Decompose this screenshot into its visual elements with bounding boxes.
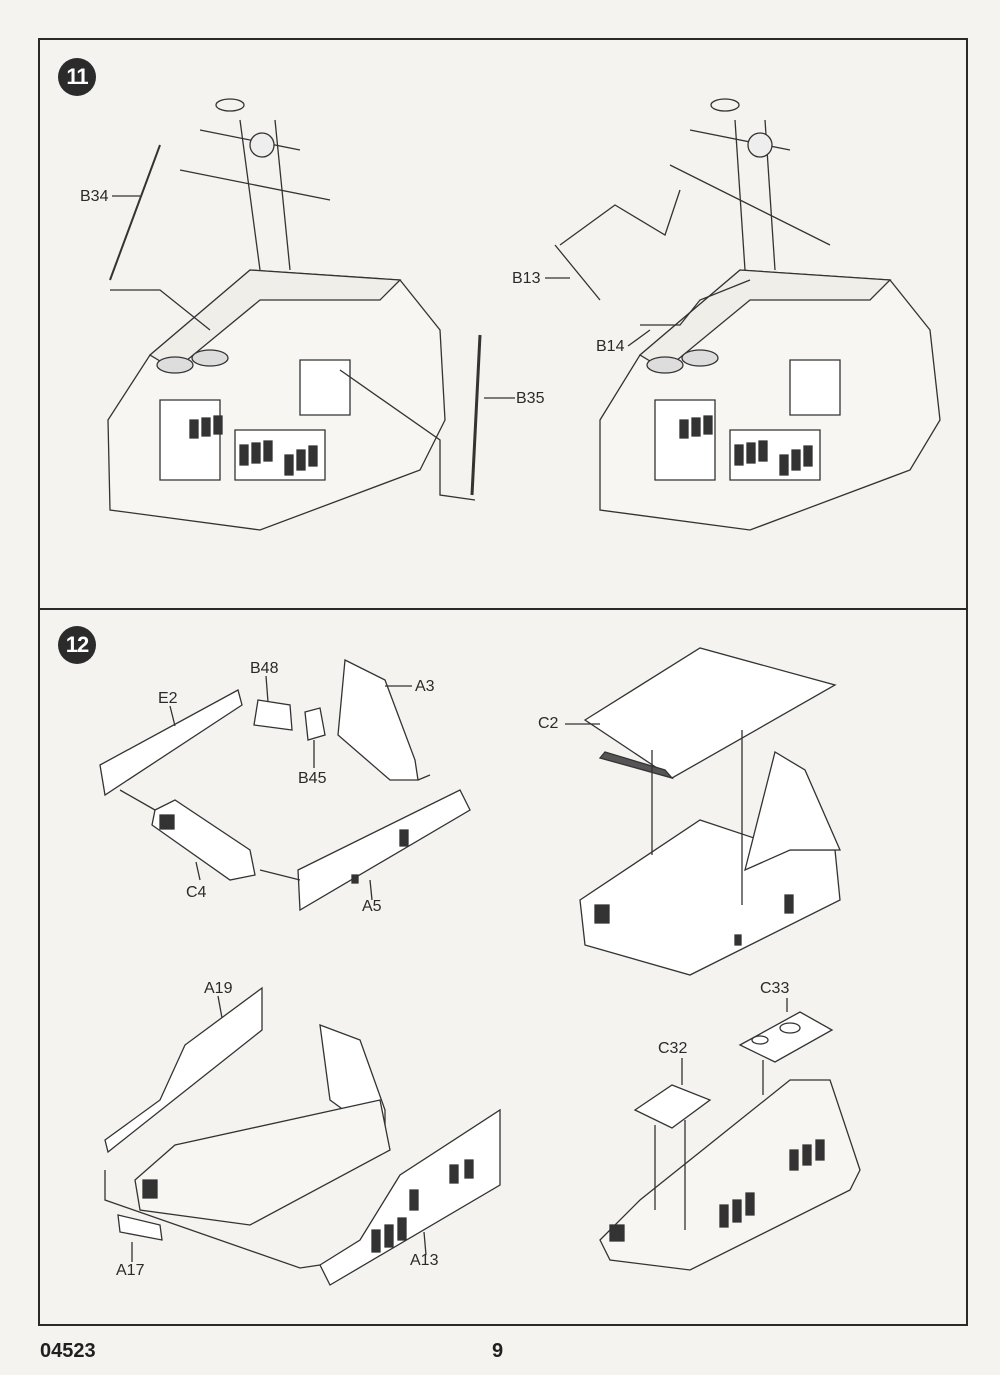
part-label-b35: B35	[516, 390, 545, 407]
part-label-e2: E2	[158, 690, 178, 707]
step-12-badge: 12	[58, 626, 96, 664]
step-divider	[38, 608, 968, 610]
step12-c2-assembly-illustration	[565, 648, 840, 975]
part-label-c33: C33	[760, 980, 790, 997]
step12-parts-explode-illustration	[100, 660, 470, 910]
part-label-a5: A5	[362, 898, 382, 915]
step12-hull-sides-illustration	[105, 988, 500, 1285]
part-label-a13: A13	[410, 1252, 439, 1269]
part-label-b13: B13	[512, 270, 541, 287]
part-label-a3: A3	[415, 678, 435, 695]
part-label-a19: A19	[204, 980, 233, 997]
part-label-c2: C2	[538, 715, 559, 732]
part-label-c32: C32	[658, 1040, 688, 1057]
step-11-badge: 11	[58, 58, 96, 96]
kit-number: 04523	[40, 1340, 96, 1362]
step11-superstructure-right-illustration	[545, 99, 940, 530]
instruction-frame	[38, 38, 968, 1326]
part-label-a17: A17	[116, 1262, 145, 1279]
part-label-b14: B14	[596, 338, 625, 355]
part-label-b34: B34	[80, 188, 109, 205]
step11-superstructure-left-illustration	[108, 99, 515, 530]
page-number: 9	[492, 1340, 504, 1362]
part-label-b48: B48	[250, 660, 279, 677]
part-label-c4: C4	[186, 884, 207, 901]
step12-c32-c33-illustration	[600, 998, 860, 1270]
part-label-b45: B45	[298, 770, 327, 787]
